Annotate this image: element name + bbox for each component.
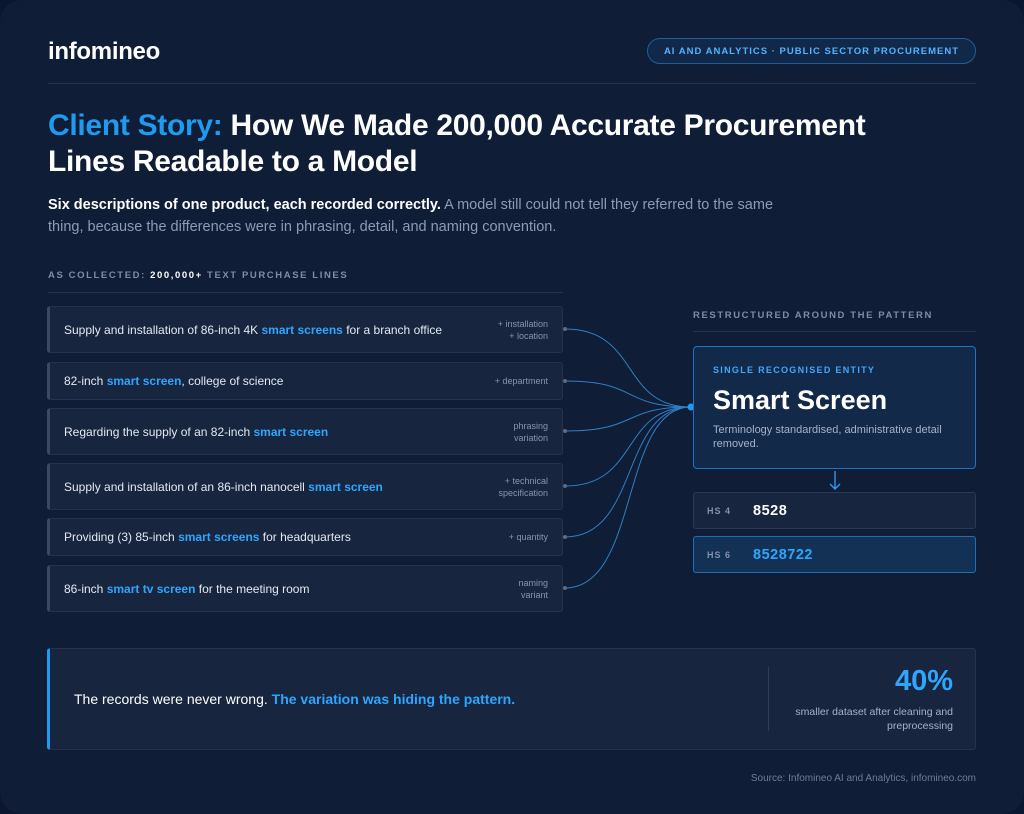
connector-end-dot — [687, 403, 695, 411]
connector-line — [564, 406, 692, 538]
variation-tag: + quantity — [508, 532, 548, 542]
infomineo-logo: infomineo — [48, 38, 160, 65]
purchase-line-row: Supply and installation of 86-inch 4K sm… — [47, 306, 563, 353]
hs4-value: 8528 — [753, 502, 788, 519]
purchase-line-row: Supply and installation of an 86-inch na… — [47, 463, 563, 510]
purchase-line-row: Regarding the supply of an 82-inch smart… — [47, 408, 563, 455]
stat-caption: smaller dataset after cleaning and prepr… — [795, 706, 953, 732]
entity-tag: SINGLE RECOGNISED ENTITY — [713, 365, 876, 375]
hs6-value: 8528722 — [753, 546, 813, 563]
row-keyword: smart screen — [106, 374, 182, 388]
hs6-label: HS 6 — [707, 549, 732, 560]
connector-start-dot — [563, 586, 567, 590]
page-title: Client Story: How We Made 200,000 Accura… — [48, 108, 948, 180]
key-insight-panel: The records were never wrong. The variat… — [47, 648, 976, 750]
connector-start-dot — [563, 327, 567, 331]
hs6-code-row: HS 6 8528722 — [693, 536, 976, 573]
row-text: Supply and installation of 86-inch 4K sm… — [64, 322, 443, 337]
row-text: Supply and installation of an 86-inch na… — [64, 479, 383, 494]
connector-start-dot — [563, 535, 567, 539]
entity-description: Terminology standardised, administrative… — [713, 424, 942, 450]
header-divider — [48, 83, 976, 84]
connector-line — [564, 380, 692, 408]
row-text: 82-inch smart screen, college of science — [64, 374, 284, 388]
variation-tag: + installation+ location — [497, 318, 548, 341]
hs4-label: HS 4 — [707, 505, 732, 516]
row-keyword: smart tv screen — [106, 581, 196, 596]
restructured-section-label: RESTRUCTURED AROUND THE PATTERN — [693, 310, 933, 321]
row-text: Regarding the supply of an 82-inch smart… — [64, 424, 329, 439]
subtitle-rest: A model still could not tell they referr… — [48, 197, 774, 235]
hs4-code-row: HS 4 8528 — [693, 492, 976, 529]
collected-label-prefix: AS COLLECTED: — [48, 270, 151, 281]
entity-card: SINGLE RECOGNISED ENTITY Smart Screen Te… — [693, 346, 976, 469]
entity-name: Smart Screen — [713, 385, 888, 415]
connector-line — [564, 406, 692, 487]
purchase-line-row: 86-inch smart tv screen for the meeting … — [47, 565, 563, 612]
row-keyword: smart screens — [261, 322, 343, 337]
row-text: 86-inch smart tv screen for the meeting … — [64, 581, 310, 596]
subtitle-bold: Six descriptions of one product, each re… — [48, 197, 441, 213]
stat-value: 40% — [894, 665, 953, 697]
row-keyword: smart screen — [308, 479, 383, 494]
row-keyword: smart screen — [253, 424, 329, 439]
row-text: Providing (3) 85-inch smart screens for … — [64, 530, 351, 544]
insight-divider — [768, 667, 769, 731]
variation-tag: + department — [494, 376, 548, 386]
insight-text: The records were never wrong. The variat… — [74, 691, 516, 707]
connector-start-dot — [563, 429, 567, 433]
page-subtitle: Six descriptions of one product, each re… — [48, 194, 808, 238]
arrow-down-icon — [829, 471, 841, 490]
purchase-line-row: Providing (3) 85-inch smart screens for … — [47, 518, 563, 556]
title-rest: How We Made 200,000 Accurate Procurement… — [48, 109, 866, 178]
purchase-line-row: 82-inch smart screen, college of science… — [47, 362, 563, 400]
insight-highlight: The variation was hiding the pattern. — [271, 691, 516, 707]
collected-label-count: 200,000+ — [150, 270, 203, 281]
title-highlight: Client Story: — [48, 109, 223, 142]
row-keyword: smart screens — [178, 530, 260, 544]
connector-line — [564, 328, 692, 408]
category-pill: AI AND ANALYTICS · PUBLIC SECTOR PROCURE… — [646, 38, 976, 64]
source-note: Source: Infomineo AI and Analytics, info… — [750, 773, 976, 784]
collected-divider — [48, 292, 563, 293]
collected-label-suffix: TEXT PURCHASE LINES — [202, 270, 349, 281]
collected-section-label: AS COLLECTED: 200,000+ TEXT PURCHASE LIN… — [48, 270, 348, 281]
connector-start-dot — [563, 379, 567, 383]
restructured-divider — [693, 331, 976, 332]
connector-line — [564, 406, 692, 432]
connector-start-dot — [563, 484, 567, 488]
connector-line — [564, 406, 692, 589]
